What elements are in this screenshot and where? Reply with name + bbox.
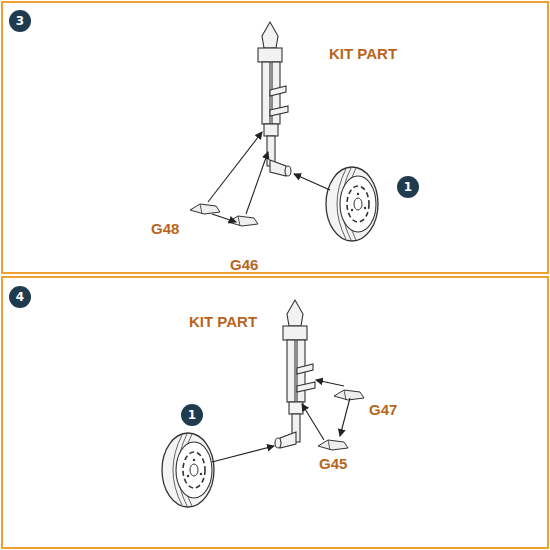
step-number: 3 (9, 10, 31, 32)
part-number: G47 (368, 402, 398, 417)
number-text: 4 (16, 291, 24, 303)
number-text: 1 (404, 181, 412, 193)
step-number: 4 (9, 286, 31, 308)
part-label: KIT PART (188, 314, 258, 329)
part-label: KIT PART (328, 46, 398, 61)
part-number: G46 (229, 257, 259, 272)
callout-number: 1 (181, 404, 203, 426)
part-number: G48 (150, 221, 180, 236)
part-number: G45 (318, 456, 348, 471)
number-text: 1 (188, 409, 196, 421)
number-text: 3 (16, 15, 24, 27)
callout-number: 1 (397, 176, 419, 198)
